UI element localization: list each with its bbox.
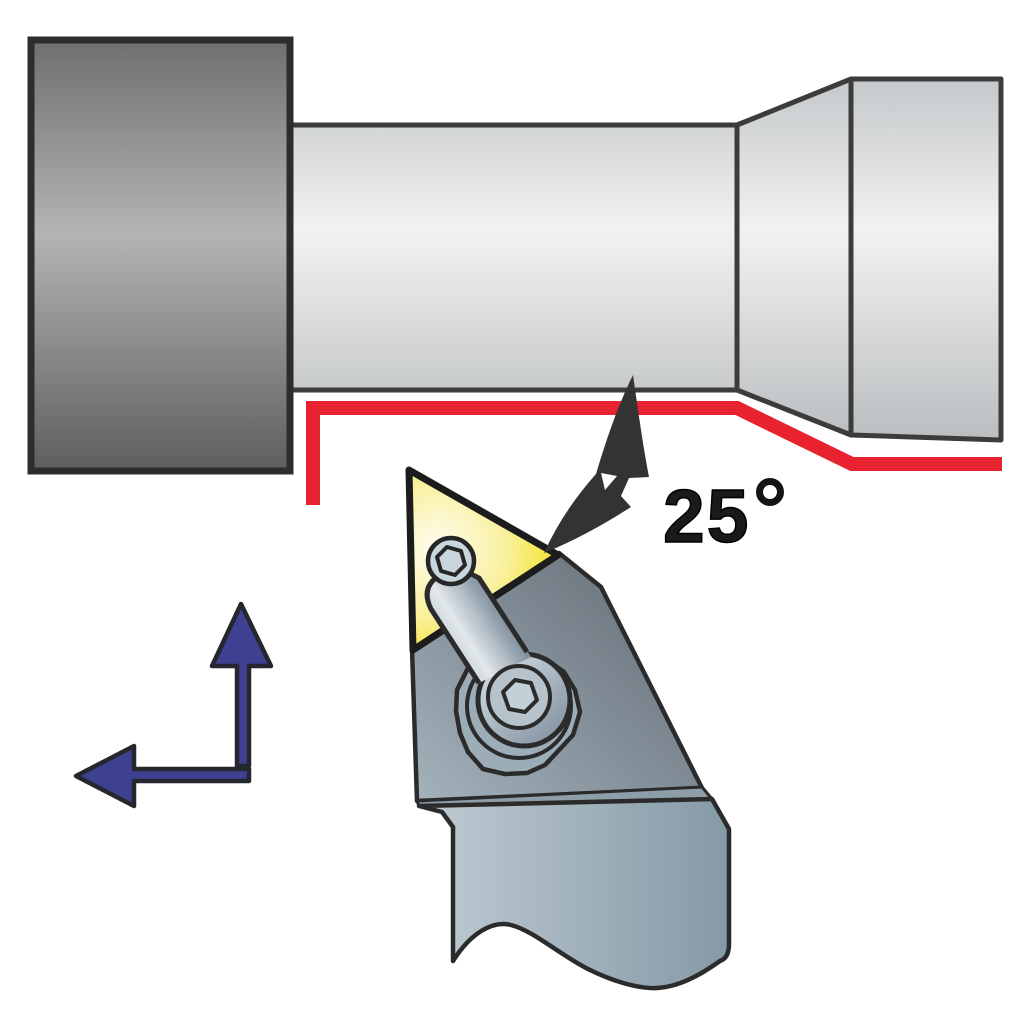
clamp-arm-body xyxy=(427,571,531,683)
degree-symbol xyxy=(756,478,784,506)
feed-arrow-up-icon xyxy=(209,601,274,769)
workpiece xyxy=(287,76,1004,443)
insert-screw-hex-socket-icon xyxy=(435,545,467,577)
chuck xyxy=(27,36,294,475)
workpiece-large-cylinder xyxy=(848,76,1004,443)
feed-arrow-left-icon xyxy=(73,743,252,809)
holder-shank xyxy=(416,796,732,991)
clamp-screw-hex-socket-icon xyxy=(501,678,539,714)
feed-direction-arrows xyxy=(73,601,274,809)
angle-label: 25 xyxy=(663,474,750,558)
clamp-assembly xyxy=(424,535,583,777)
angle-arrow-notch xyxy=(601,473,617,490)
angle-arrow-icon xyxy=(544,375,649,553)
workpiece-taper xyxy=(734,76,854,438)
toolpath-line xyxy=(306,401,1002,505)
workpiece-main-cylinder xyxy=(287,122,740,393)
